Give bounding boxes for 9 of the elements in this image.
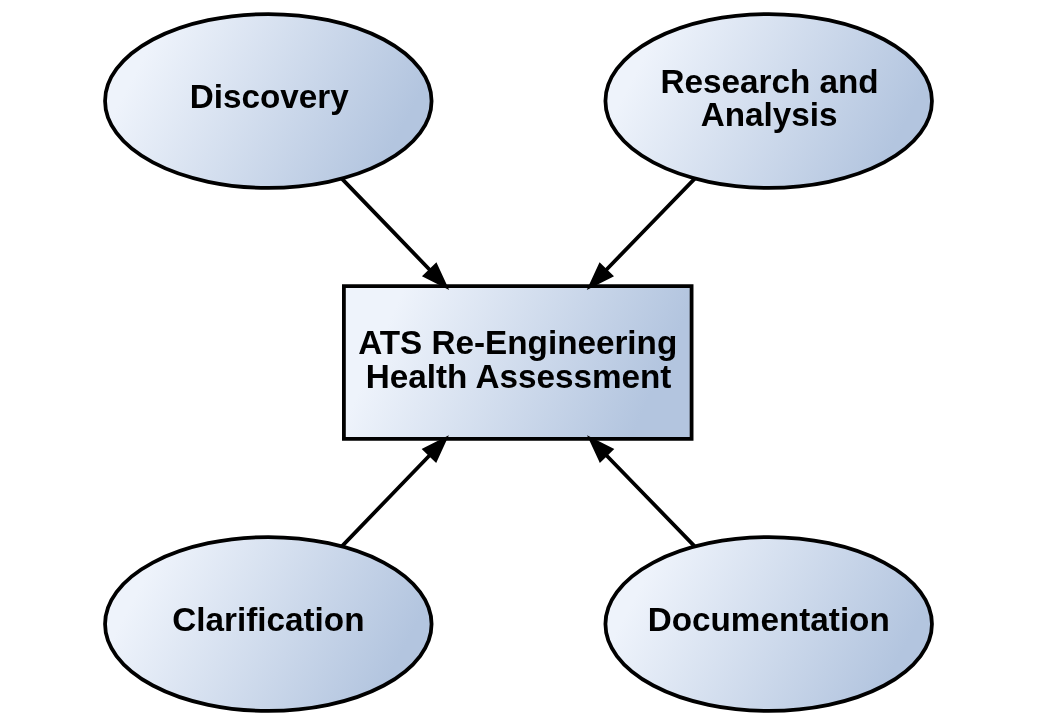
arrow	[340, 435, 449, 548]
arrow	[587, 435, 696, 548]
node-ellipse: Clarification	[103, 535, 434, 713]
node-ellipse: Discovery	[103, 12, 434, 190]
arrow	[340, 177, 450, 290]
node-ellipse: Research and Analysis	[603, 12, 934, 190]
node-ellipse: Documentation	[603, 535, 934, 713]
node-box: ATS Re-Engineering Health Assessment	[342, 284, 694, 441]
arrow	[586, 177, 697, 290]
